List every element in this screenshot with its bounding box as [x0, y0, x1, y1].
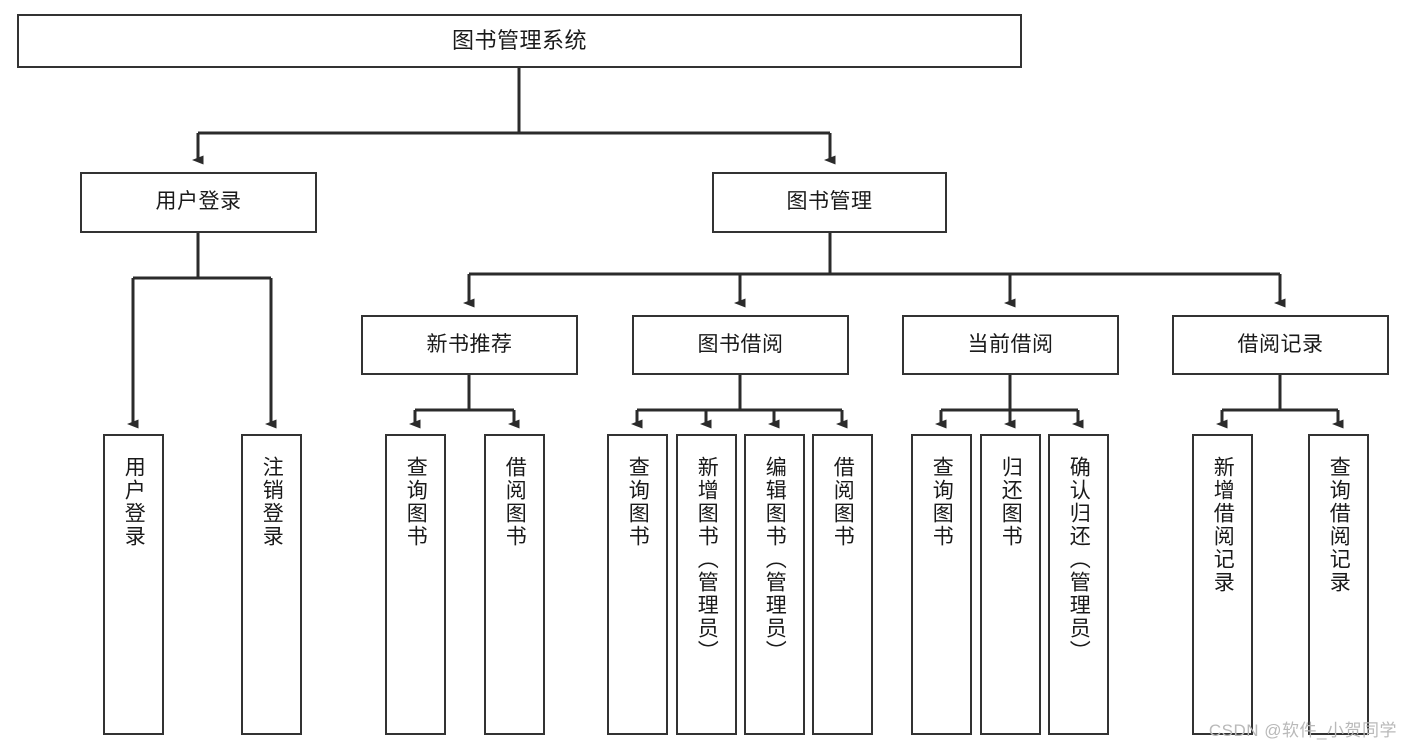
node-label: 查询图书: [626, 456, 650, 548]
node-leaf-logout-login[interactable]: 注销登录: [241, 434, 302, 735]
node-leaf-add-borrow-record[interactable]: 新增借阅记录: [1192, 434, 1253, 735]
node-label: 当前借阅: [967, 332, 1054, 356]
node-leaf-add-book[interactable]: 新增图书（管理员）: [676, 434, 737, 735]
node-leaf-query-book-borrow[interactable]: 查询图书: [607, 434, 668, 735]
node-label: 借阅图书: [831, 456, 855, 548]
node-borrow-record[interactable]: 借阅记录: [1172, 315, 1389, 375]
node-book-borrow[interactable]: 图书借阅: [632, 315, 849, 375]
node-label: 注销登录: [260, 456, 284, 548]
node-label: 确认归还（管理员）: [1067, 456, 1091, 663]
node-root-book-management-system[interactable]: 图书管理系统: [17, 14, 1022, 68]
node-leaf-return-book[interactable]: 归还图书: [980, 434, 1041, 735]
node-leaf-edit-book[interactable]: 编辑图书（管理员）: [744, 434, 805, 735]
node-leaf-user-login[interactable]: 用户登录: [103, 434, 164, 735]
node-leaf-query-book-current[interactable]: 查询图书: [911, 434, 972, 735]
node-label: 查询图书: [930, 456, 954, 548]
node-user-login[interactable]: 用户登录: [80, 172, 317, 233]
node-label: 图书管理系统: [451, 28, 587, 54]
node-label: 查询图书: [404, 456, 428, 548]
node-label: 图书借阅: [697, 332, 784, 356]
node-new-book-recommend[interactable]: 新书推荐: [361, 315, 578, 375]
node-label: 新增借阅记录: [1211, 456, 1235, 594]
node-label: 用户登录: [122, 456, 146, 548]
node-label: 新增图书（管理员）: [695, 456, 719, 663]
node-leaf-confirm-return[interactable]: 确认归还（管理员）: [1048, 434, 1109, 735]
watermark: CSDN @软件_小贺同学: [1208, 721, 1397, 740]
node-label: 归还图书: [999, 456, 1023, 548]
node-leaf-query-book-recommend[interactable]: 查询图书: [385, 434, 446, 735]
node-leaf-borrow-book[interactable]: 借阅图书: [812, 434, 873, 735]
node-book-management[interactable]: 图书管理: [712, 172, 947, 233]
node-label: 编辑图书（管理员）: [763, 456, 787, 663]
node-leaf-query-borrow-record[interactable]: 查询借阅记录: [1308, 434, 1369, 735]
node-label: 新书推荐: [426, 332, 513, 356]
node-current-borrow[interactable]: 当前借阅: [902, 315, 1119, 375]
node-label: 图书管理: [786, 190, 873, 214]
node-label: 查询借阅记录: [1327, 456, 1351, 594]
node-label: 借阅记录: [1237, 332, 1324, 356]
node-label: 借阅图书: [503, 456, 527, 548]
node-leaf-borrow-book-recommend[interactable]: 借阅图书: [484, 434, 545, 735]
node-label: 用户登录: [155, 190, 242, 214]
